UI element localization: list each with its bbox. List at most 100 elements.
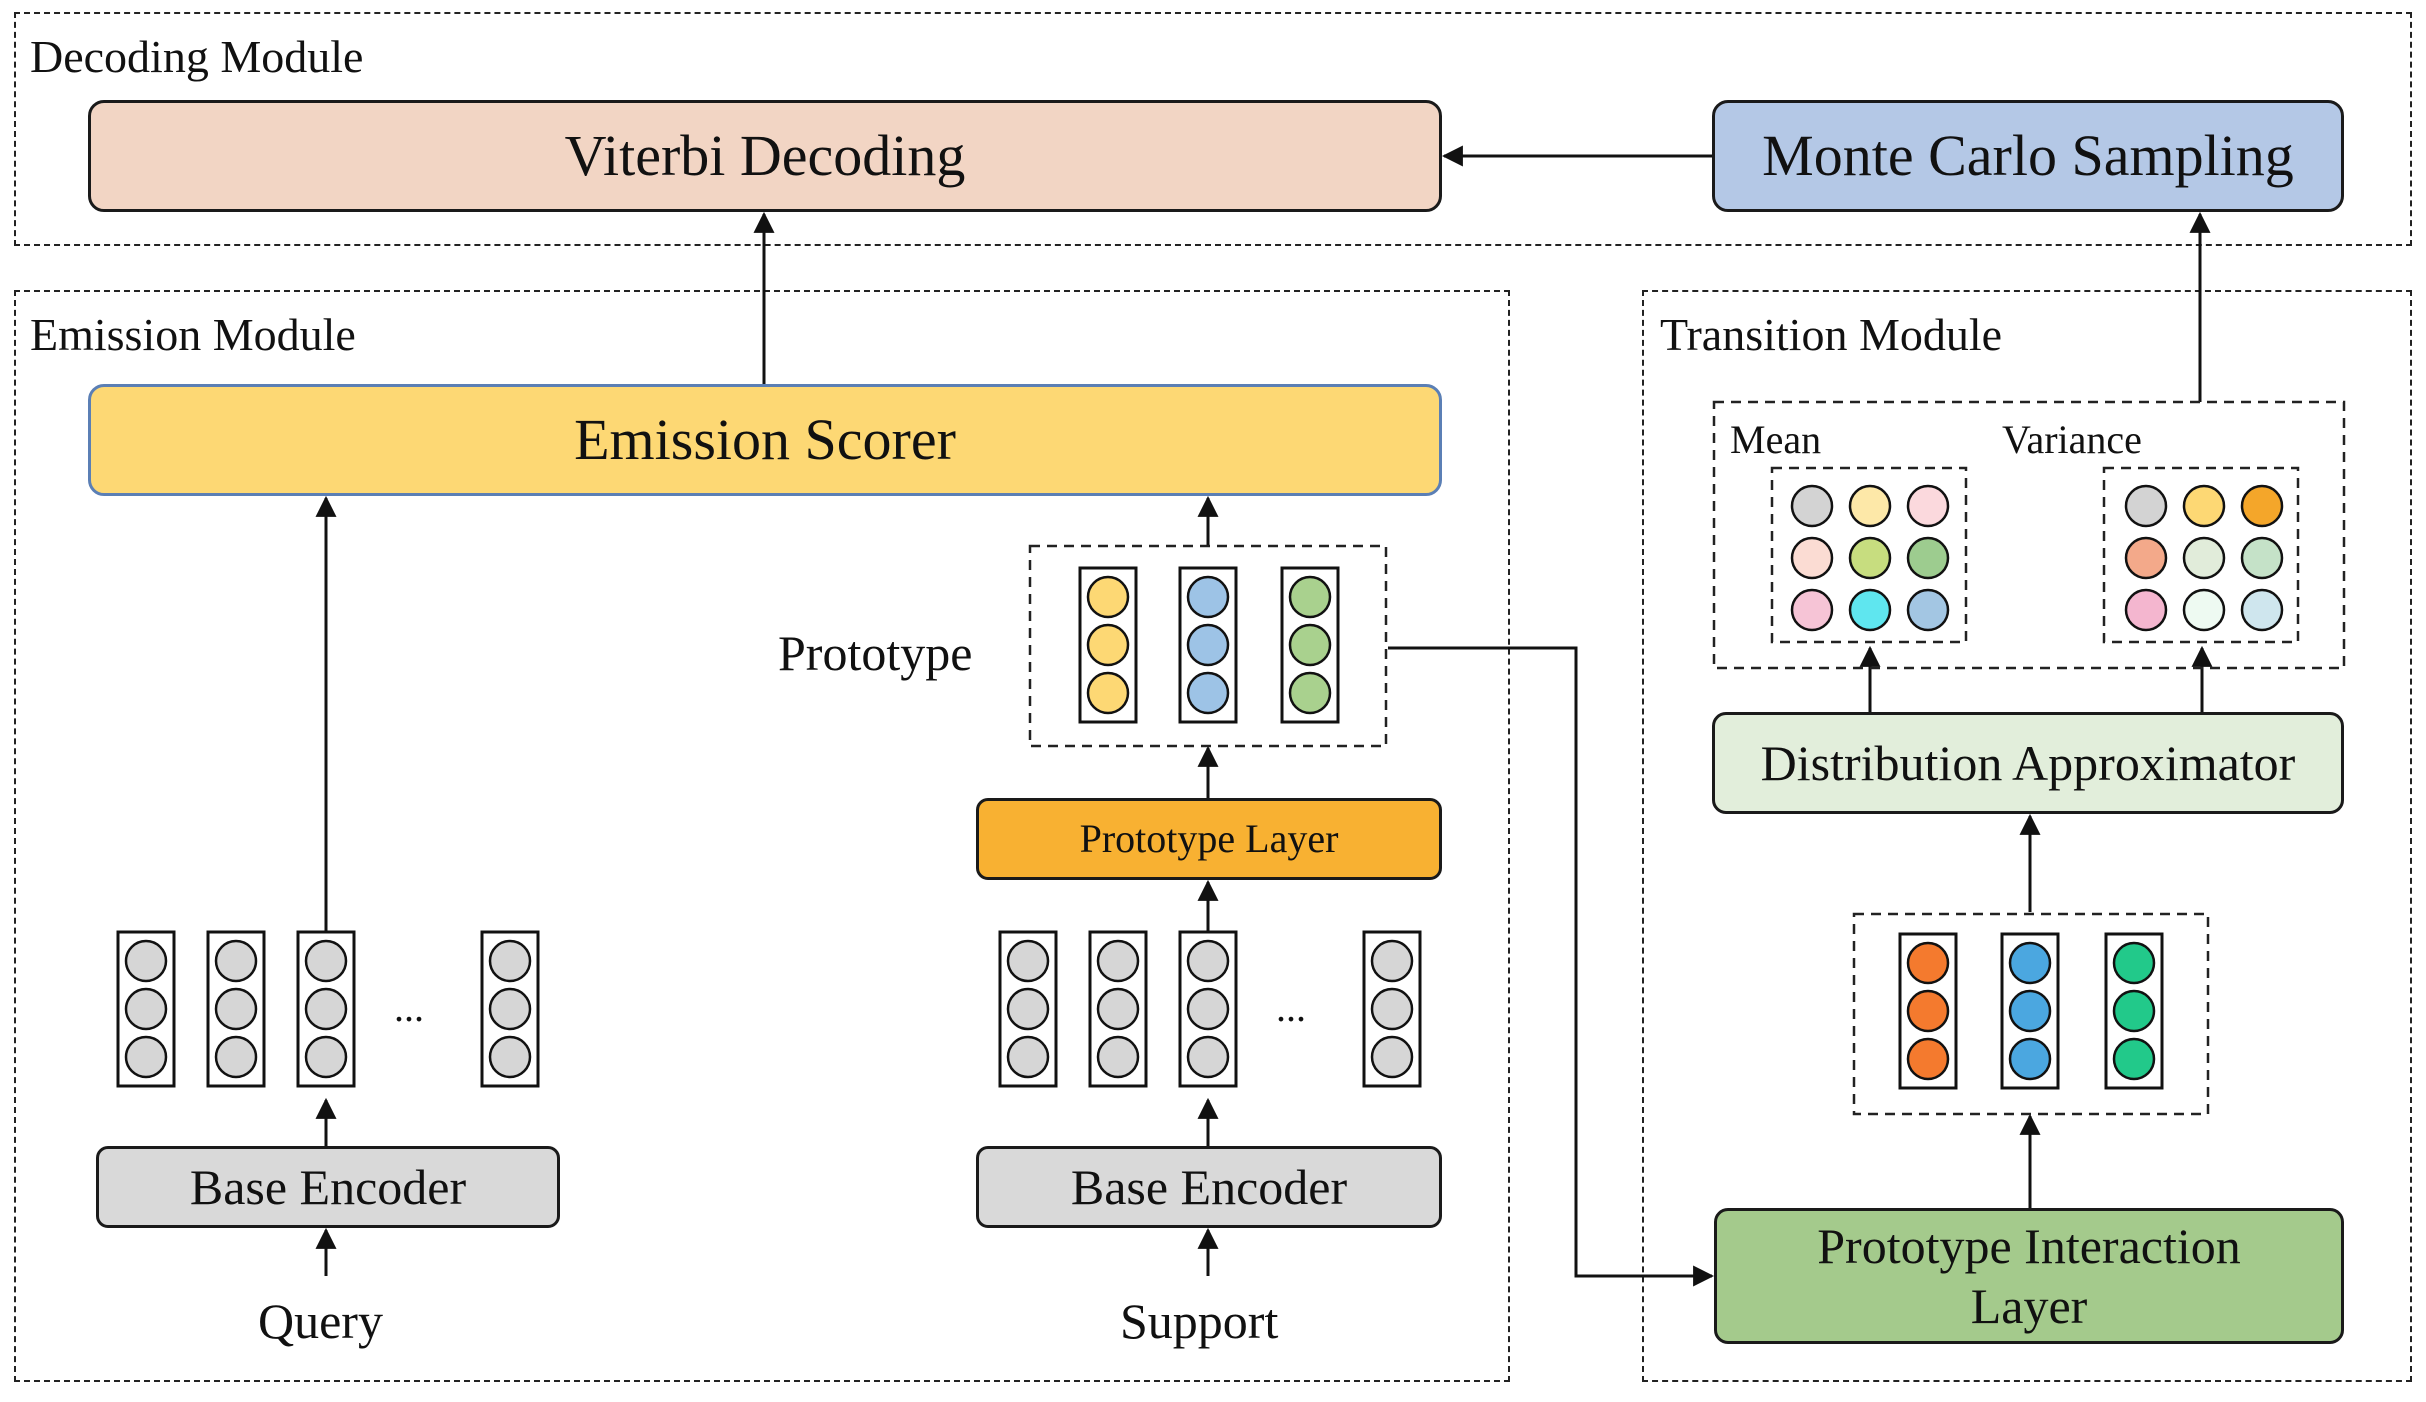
support-token-vector-circle bbox=[1006, 1035, 1050, 1079]
prototype-vector-blue-circle bbox=[1186, 575, 1230, 619]
support-token-vector-circle bbox=[1370, 1035, 1414, 1079]
interaction-vector-blue-circle bbox=[2008, 941, 2052, 985]
support-token-vector-circle bbox=[1370, 987, 1414, 1031]
monte-carlo-sampling-box: Monte Carlo Sampling bbox=[1712, 100, 2344, 212]
interaction-vector-orange bbox=[1898, 932, 1958, 1090]
transition-module-title: Transition Module bbox=[1660, 309, 2003, 360]
variance-grid-circle bbox=[2240, 536, 2284, 580]
prototype-group bbox=[1028, 544, 1388, 748]
prototype-vector-green-circle bbox=[1288, 623, 1332, 667]
base-encoder-query-box: Base Encoder bbox=[96, 1146, 560, 1228]
variance-grid-circle bbox=[2124, 588, 2168, 632]
query-token-vector-circle bbox=[488, 987, 532, 1031]
support-token-vector-circle bbox=[1006, 939, 1050, 983]
transition-module bbox=[1642, 290, 2412, 1382]
variance-grid-circle bbox=[2124, 484, 2168, 528]
query-token-vector bbox=[296, 930, 356, 1088]
query-label: Query bbox=[258, 1293, 383, 1349]
mean-grid-circle bbox=[1790, 588, 1834, 632]
prototype-vector-yellow-circle bbox=[1086, 575, 1130, 619]
mean-grid-circle bbox=[1848, 484, 1892, 528]
support-token-vector bbox=[1362, 930, 1422, 1088]
base-encoder-support-box: Base Encoder bbox=[976, 1146, 1442, 1228]
query-token-vector bbox=[206, 930, 266, 1088]
support-token-vector-circle bbox=[1186, 939, 1230, 983]
query-token-vector-circle bbox=[304, 939, 348, 983]
query-ellipsis: ... bbox=[394, 985, 424, 1030]
support-token-vector-circle bbox=[1096, 939, 1140, 983]
support-ellipsis: ... bbox=[1276, 985, 1306, 1030]
prototype-vector-blue-circle bbox=[1186, 623, 1230, 667]
support-token-vector-circle bbox=[1186, 987, 1230, 1031]
mean-group bbox=[1770, 466, 1968, 644]
query-token-vector-circle bbox=[488, 939, 532, 983]
prototype-vector-green-circle bbox=[1288, 575, 1332, 619]
mean-grid-circle bbox=[1790, 484, 1834, 528]
support-token-vector bbox=[998, 930, 1058, 1088]
emission-scorer-box: Emission Scorer bbox=[88, 384, 1442, 496]
prototype-vector-yellow-circle bbox=[1086, 623, 1130, 667]
emission-scorer-label: Emission Scorer bbox=[574, 407, 956, 473]
query-token-vector-circle bbox=[124, 1035, 168, 1079]
support-token-vector-circle bbox=[1006, 987, 1050, 1031]
prototype-label: Prototype bbox=[778, 625, 973, 681]
monte-carlo-sampling-label: Monte Carlo Sampling bbox=[1762, 123, 2294, 189]
query-token-vector bbox=[480, 930, 540, 1088]
mean-grid-circle bbox=[1906, 588, 1950, 632]
support-label: Support bbox=[1120, 1293, 1279, 1349]
variance-grid-circle bbox=[2240, 484, 2284, 528]
mean-grid-circle bbox=[1906, 536, 1950, 580]
interaction-vector-blue bbox=[2000, 932, 2060, 1090]
variance-grid-circle bbox=[2182, 536, 2226, 580]
base-encoder-support-label: Base Encoder bbox=[1070, 1159, 1348, 1215]
variance-grid-circle bbox=[2182, 588, 2226, 632]
emission-module bbox=[14, 290, 1510, 1382]
support-token-vector-circle bbox=[1096, 1035, 1140, 1079]
mean-grid-circle bbox=[1848, 588, 1892, 632]
query-token-vector-circle bbox=[124, 987, 168, 1031]
prototype-vector-green bbox=[1280, 566, 1340, 724]
prototype-vector-blue bbox=[1178, 566, 1238, 724]
transition-vectors-group bbox=[1852, 912, 2210, 1116]
interaction-vector-blue-circle bbox=[2008, 1037, 2052, 1081]
prototype-layer-box: Prototype Layer bbox=[976, 798, 1442, 880]
mean-grid bbox=[1790, 484, 1950, 632]
mean-label: Mean bbox=[1730, 417, 1822, 462]
prototype-vector-green-circle bbox=[1288, 671, 1332, 715]
variance-grid bbox=[2124, 484, 2284, 632]
distribution-group bbox=[1712, 400, 2346, 670]
arrow-prototype-to-interaction bbox=[1388, 646, 1715, 1287]
variance-group bbox=[2102, 466, 2300, 644]
viterbi-decoding-box: Viterbi Decoding bbox=[88, 100, 1442, 212]
query-token-vector-circle bbox=[214, 987, 258, 1031]
distribution-approximator-box: Distribution Approximator bbox=[1712, 712, 2344, 814]
prototype-layer-label: Prototype Layer bbox=[1079, 816, 1339, 861]
distribution-approximator-label: Distribution Approximator bbox=[1760, 735, 2296, 791]
prototype-interaction-layer-box: Prototype Interaction Layer bbox=[1714, 1208, 2344, 1344]
query-token-vector-circle bbox=[214, 939, 258, 983]
interaction-vector-green-circle bbox=[2112, 1037, 2156, 1081]
query-token-vector bbox=[116, 930, 176, 1088]
emission-module-title: Emission Module bbox=[30, 309, 356, 360]
variance-grid-circle bbox=[2240, 588, 2284, 632]
prototype-vector-blue-circle bbox=[1186, 671, 1230, 715]
interaction-vector-orange-circle bbox=[1906, 989, 1950, 1033]
interaction-vector-orange-circle bbox=[1906, 1037, 1950, 1081]
query-token-vector-circle bbox=[304, 987, 348, 1031]
variance-grid-circle bbox=[2182, 484, 2226, 528]
query-token-vector-circle bbox=[124, 939, 168, 983]
interaction-vector-green-circle bbox=[2112, 941, 2156, 985]
viterbi-decoding-label: Viterbi Decoding bbox=[564, 123, 966, 189]
support-token-vector bbox=[1178, 930, 1238, 1088]
mean-grid-circle bbox=[1906, 484, 1950, 528]
decoding-module bbox=[14, 12, 2412, 246]
decoding-module-title: Decoding Module bbox=[30, 31, 364, 82]
query-token-vector-circle bbox=[214, 1035, 258, 1079]
base-encoder-query-label: Base Encoder bbox=[189, 1159, 467, 1215]
support-token-vector-circle bbox=[1370, 939, 1414, 983]
support-token-vector-circle bbox=[1186, 1035, 1230, 1079]
prototype-interaction-layer-label: Prototype Interaction Layer bbox=[1817, 1218, 2241, 1334]
interaction-vector-orange-circle bbox=[1906, 941, 1950, 985]
interaction-vector-green bbox=[2104, 932, 2164, 1090]
